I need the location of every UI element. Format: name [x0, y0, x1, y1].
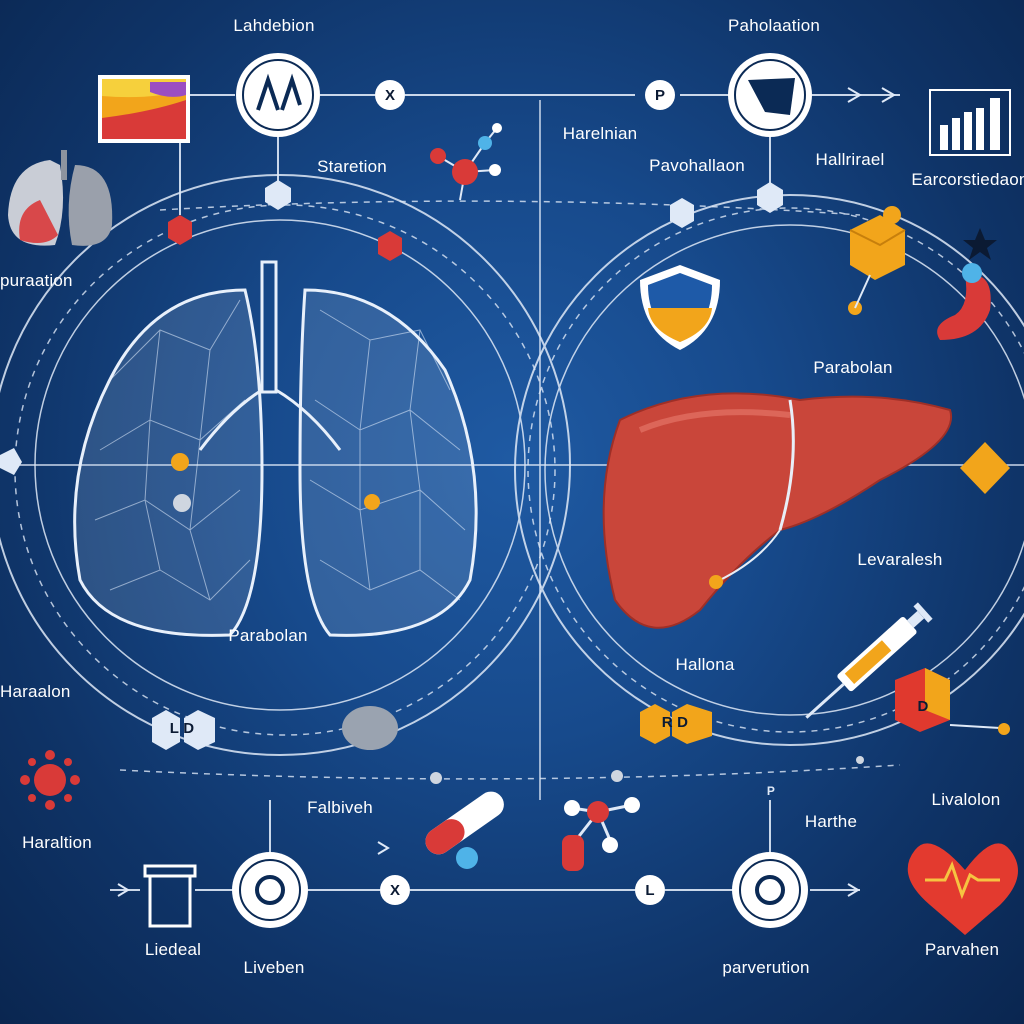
ld-badge-icon	[152, 710, 215, 750]
label-harelnian: Harelnian	[562, 124, 638, 143]
label-hallona: Hallona	[675, 655, 735, 674]
molecule-bottom-icon	[562, 797, 640, 871]
lungs-illustration	[73, 260, 478, 637]
star-icon	[963, 228, 997, 260]
node-l-bottom: L	[635, 875, 665, 905]
tissue-card-icon	[98, 75, 190, 143]
label-earcorstiedaon: Earcorstiedaon	[911, 170, 1024, 189]
badge-d: D	[917, 698, 929, 715]
small-lungs-icon	[8, 150, 113, 246]
bottom-circle-right	[732, 852, 808, 928]
d-cube-icon	[895, 668, 950, 732]
label-liveben: Liveben	[243, 958, 305, 977]
label-livalolon: Livalolon	[931, 790, 1001, 809]
label-parabolan-right: Parabolan	[813, 358, 893, 377]
grey-sphere-icon	[342, 706, 398, 750]
label-parverution: parverution	[722, 958, 810, 977]
syringe-icon	[805, 602, 933, 719]
label-top-right: Paholaation	[728, 16, 820, 35]
hex-badge-icons	[0, 180, 783, 475]
liver-illustration	[602, 392, 953, 629]
label-parvahen: Parvahen	[924, 940, 1000, 959]
heart-icon	[907, 843, 1018, 935]
label-liedeal: Liedeal	[144, 940, 202, 959]
label-pavohallaon: Pavohallaon	[649, 156, 745, 175]
shield-icon	[640, 265, 720, 350]
right-ring-inner	[544, 224, 1024, 716]
cube-icon	[848, 206, 906, 315]
node-p-top: P	[645, 80, 675, 110]
badge-rd: R D	[661, 714, 689, 731]
label-puraation: puraation	[0, 271, 73, 290]
top-circle-left	[236, 53, 320, 137]
label-haraalon: Haraalon	[0, 682, 71, 701]
bottom-circle-left	[232, 852, 308, 928]
molecule-icon	[430, 123, 502, 201]
label-levaralesh: Levaralesh	[857, 550, 943, 569]
label-parabolan-lungs: Parabolan	[228, 626, 308, 645]
diamond-icon	[960, 442, 1010, 494]
label-hallrirael: Hallrirael	[815, 150, 885, 169]
bar-chart-icon	[929, 89, 1011, 156]
rd-badge-icon	[640, 704, 712, 744]
badge-ld: L D	[169, 720, 195, 737]
label-staretion: Staretion	[317, 157, 387, 176]
virus-icon	[20, 750, 80, 810]
node-x-bottom: X	[380, 875, 410, 905]
node-x-top: X	[375, 80, 405, 110]
right-ring	[514, 194, 1024, 746]
stomach-icon	[937, 263, 991, 340]
badge-p: P	[766, 784, 776, 798]
label-top-left: Lahdebion	[233, 16, 315, 35]
capsule-icon	[425, 791, 504, 855]
label-falbiveh: Falbiveh	[307, 798, 373, 817]
label-harthe: Harthe	[804, 812, 858, 831]
container-icon	[143, 864, 197, 928]
label-haraltion: Haraltion	[22, 833, 92, 852]
